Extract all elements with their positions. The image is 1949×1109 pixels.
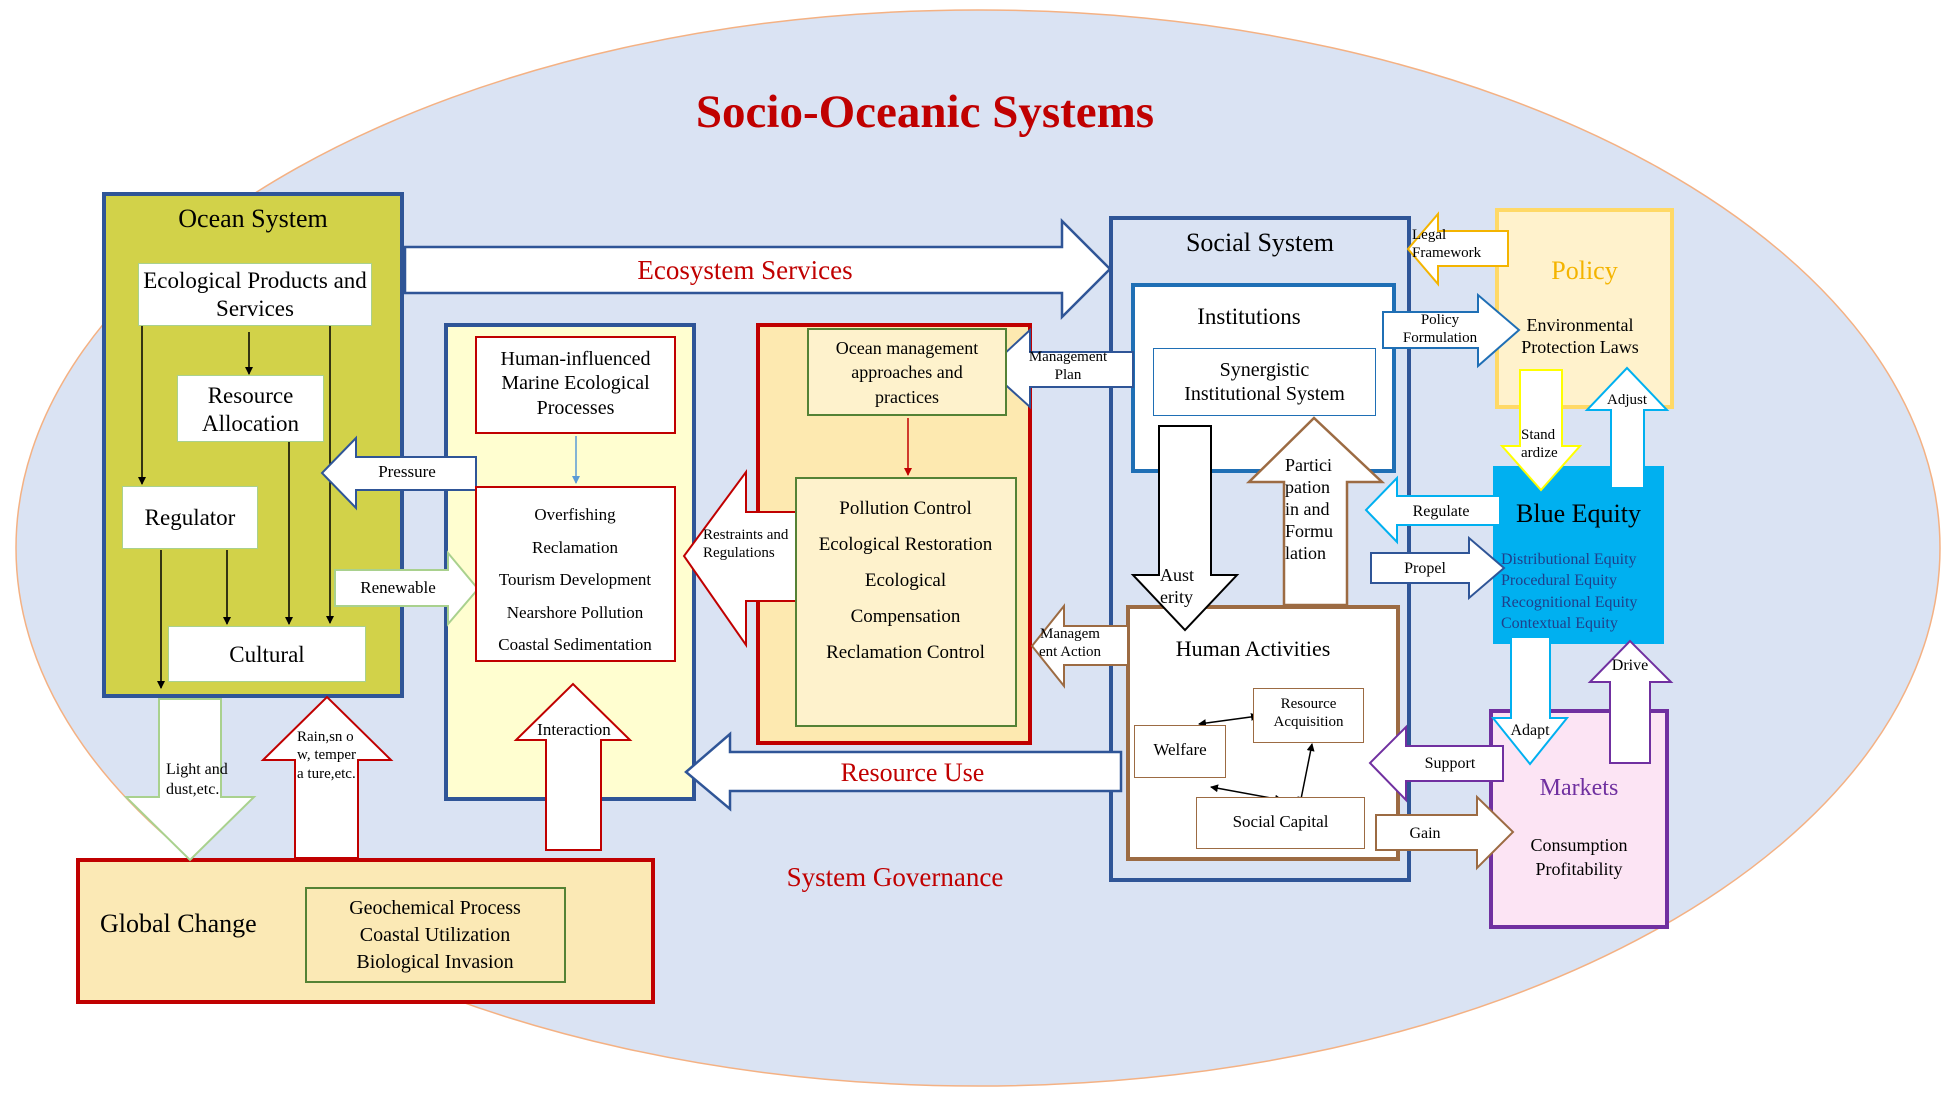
list-item: Reclamation Control: [826, 642, 985, 663]
austerity-arrow: [1130, 425, 1240, 632]
participation-arrow: [1245, 416, 1386, 607]
cultural-box: Cultural: [168, 626, 366, 682]
list-item: Ecological Restoration: [818, 534, 993, 555]
rain-arrow: [260, 695, 394, 859]
adjust-label: Adjust: [1606, 392, 1647, 408]
human-activities-title: Human Activities: [1175, 636, 1331, 661]
management-action-label: Managem ent Action: [1038, 626, 1102, 661]
environmental-laws-label: Environmental Protection Laws: [1521, 315, 1639, 357]
blue-equity-box: [1493, 466, 1664, 644]
synergistic-box: Synergistic Institutional System: [1153, 348, 1376, 416]
ecological-products-box: Ecological Products and Services: [138, 263, 372, 326]
standardize-arrow: [1499, 369, 1583, 492]
resource-use-arrow: [684, 731, 1123, 812]
list-item: Nearshore Pollution: [506, 603, 644, 622]
renewable-label: Renewable: [360, 578, 436, 597]
participation-label: Partici pation in and Formu lation: [1285, 455, 1334, 563]
light-arrow: [123, 698, 257, 862]
adjust-arrow: [1584, 366, 1670, 489]
system-governance-label: System Governance: [786, 862, 1004, 892]
regulator-box: Regulator: [122, 486, 258, 549]
diagram-title: Socio-Oceanic Systems: [695, 86, 1155, 138]
ha-arrow: [1297, 743, 1315, 805]
social-capital-box: Social Capital: [1196, 797, 1365, 849]
markets-title: Markets: [1539, 775, 1619, 801]
legal-framework-arrow: [1406, 211, 1509, 287]
restraints-label: Restraints and Regulations: [703, 527, 789, 562]
management-action-arrow: [1030, 603, 1129, 689]
blue-equity-item: Recognitional Equity: [1501, 594, 1638, 611]
ha-arrow: [1198, 712, 1259, 728]
austerity-label: Aust erity: [1160, 565, 1195, 607]
global-change-title: Global Change: [100, 909, 257, 938]
list-item: Overfishing: [534, 505, 616, 524]
ecosystem-services-arrow: [403, 217, 1112, 321]
blue-equity-item: Distributional Equity: [1501, 551, 1637, 568]
interaction-label: Interaction: [537, 720, 611, 739]
propel-label: Propel: [1404, 560, 1446, 577]
drive-arrow: [1587, 639, 1674, 764]
management-title-box: Ocean management approaches and practice…: [807, 328, 1007, 416]
blue-equity-title: Blue Equity: [1516, 499, 1641, 528]
regulate-arrow: [1364, 475, 1501, 545]
support-arrow: [1368, 724, 1504, 803]
propel-arrow: [1370, 535, 1506, 601]
markets-item: Consumption: [1530, 835, 1628, 855]
legal-framework-label: Legal Framework: [1412, 227, 1482, 262]
social-system-title: Social System: [1185, 228, 1335, 257]
list-item: Ecological: [864, 570, 947, 591]
gain-arrow: [1375, 794, 1515, 871]
welfare-box: Welfare: [1134, 725, 1226, 778]
management-plan-label: Management Plan: [1028, 349, 1108, 384]
list-item: Pollution Control: [839, 498, 972, 519]
standardize-label: Stand ardize: [1521, 427, 1558, 462]
policy-formulation-arrow: [1382, 292, 1521, 369]
markets-item: Profitability: [1535, 859, 1623, 879]
list-item: Tourism Development: [498, 570, 652, 589]
pressure-arrow: [320, 435, 477, 511]
rain-label: Rain,sn ow, tempera ture,etc.: [297, 729, 357, 782]
renewable-arrow: [334, 550, 480, 627]
light-label: Light and dust,etc.: [166, 761, 228, 798]
list-item: Coastal Sedimentation: [498, 635, 652, 654]
adapt-arrow: [1490, 636, 1570, 766]
resource-acquisition-box: Resource Acquisition: [1253, 688, 1364, 743]
list-item: Reclamation: [532, 538, 618, 557]
institutions-title: Institutions: [1197, 304, 1301, 329]
ocean-system-title: Ocean System: [178, 204, 328, 233]
support-label: Support: [1424, 755, 1476, 772]
policy-formulation-label: Policy Formulation: [1402, 312, 1478, 347]
human-influenced-title-box: Human-influenced Marine Ecological Proce…: [475, 336, 676, 434]
list-item: Biological Invasion: [356, 951, 514, 973]
resource-allocation-box: Resource Allocation: [177, 375, 324, 442]
management-plan-arrow: [986, 327, 1134, 410]
list-item: Geochemical Process: [349, 897, 521, 919]
adapt-label: Adapt: [1510, 722, 1550, 739]
regulate-label: Regulate: [1412, 503, 1470, 520]
drive-label: Drive: [1611, 657, 1649, 674]
management-list: Pollution Control Ecological Restoration…: [795, 477, 1017, 727]
global-change-list: Geochemical Process Coastal Utilization …: [305, 887, 566, 983]
list-item: Compensation: [850, 606, 961, 627]
list-item: Coastal Utilization: [359, 924, 511, 946]
blue-equity-item: Contextual Equity: [1501, 615, 1618, 632]
gain-label: Gain: [1409, 825, 1441, 842]
pressure-label: Pressure: [378, 462, 436, 481]
blue-equity-item: Procedural Equity: [1501, 572, 1617, 589]
policy-title: Policy: [1551, 256, 1618, 285]
human-influenced-list: Overfishing Reclamation Tourism Developm…: [475, 486, 676, 662]
resource-use-label: Resource Use: [840, 758, 985, 787]
ecosystem-services-label: Ecosystem Services: [637, 255, 853, 285]
interaction-arrow: [513, 682, 633, 851]
